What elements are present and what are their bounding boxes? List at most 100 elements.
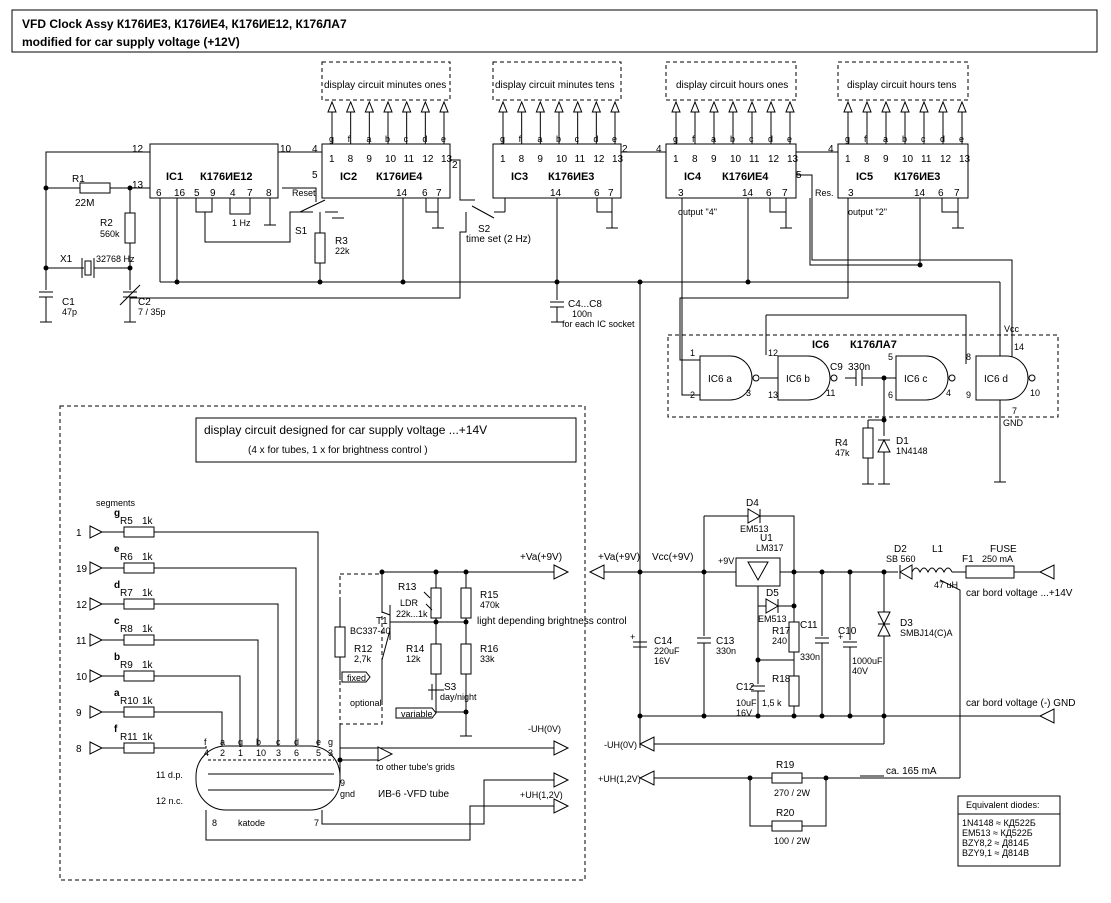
ic5-segment-letter: f xyxy=(864,134,867,144)
ic2-pin-2: 2 xyxy=(452,160,458,171)
tube-dp: 11 d.p. xyxy=(156,770,183,780)
segment-letter: f xyxy=(114,724,118,735)
segment-arrow-icon xyxy=(401,100,412,113)
segment-resistor xyxy=(123,562,155,574)
tube-grid-letter: e xyxy=(316,737,321,747)
ic2-pin-4: 4 xyxy=(312,144,318,155)
ic4-segment-letter: c xyxy=(749,134,754,144)
u1-ref: U1 xyxy=(760,533,773,544)
car-plus-label: car bord voltage ...+14V xyxy=(966,588,1073,599)
gate-label: IC6 d xyxy=(984,374,1008,385)
equivalent-row: 1N4148 ≈ КД522Б xyxy=(962,818,1036,828)
ic-bottom-pin-label: 7 xyxy=(247,188,253,199)
gate-label: IC6 a xyxy=(708,374,732,385)
segment-input-pin: 8 xyxy=(76,744,82,755)
va-right: +Va(+9V) xyxy=(598,552,640,563)
ic2-segment-letter: d xyxy=(422,134,427,144)
tube-name: ИВ-6 -VFD tube xyxy=(378,789,450,800)
ic4-segment-letter: e xyxy=(787,134,792,144)
ic2-segment-letter: a xyxy=(366,134,371,144)
c9-value: 330n xyxy=(848,362,870,373)
segment-letter: a xyxy=(114,688,120,699)
gate-pin-label: 14 xyxy=(1014,342,1024,352)
ic1-pin-13: 13 xyxy=(132,180,144,191)
ic3-part: К176ИЕ3 xyxy=(548,171,594,183)
c4-note: for each IC socket xyxy=(562,319,635,329)
display-circuit-hours-tens: display circuit hours tens xyxy=(837,61,969,101)
segment-resistor-ref: R10 xyxy=(120,696,139,707)
c10-ref: C10 xyxy=(838,626,857,637)
segment-letter: b xyxy=(114,652,120,663)
segment-wire xyxy=(154,746,207,749)
tube-grid-letter: a xyxy=(220,737,225,747)
f1-label: FUSE xyxy=(990,544,1017,555)
c12-ref: C12 xyxy=(736,682,755,693)
segment-wire xyxy=(154,711,223,746)
ic4-name: IC4 xyxy=(684,171,702,183)
gate-pin-label: 9 xyxy=(966,390,971,400)
c11-ref: C11 xyxy=(800,620,818,631)
gate-pin-label: 10 xyxy=(1030,388,1040,398)
ic2-pin-5: 5 xyxy=(312,170,318,181)
svg-text:+: + xyxy=(630,632,635,642)
ic2-top-pin-label: 9 xyxy=(366,154,372,165)
junction-dot xyxy=(917,262,923,268)
gate-pin-label: 13 xyxy=(768,390,778,400)
segment-resistor-value: 1k xyxy=(142,588,154,599)
ic3-segment-letter: e xyxy=(612,134,617,144)
nand-bubble xyxy=(1028,374,1036,382)
tube-grid-letter: b xyxy=(256,737,261,747)
ic5-segment-letter: g xyxy=(845,134,850,144)
ic-bottom-pin-label: 6 xyxy=(156,188,162,199)
segment-input-arrow-icon xyxy=(89,633,104,647)
junction-dot xyxy=(174,279,180,285)
ic2-name: IC2 xyxy=(340,171,357,183)
ic4-part: К176ИЕ4 xyxy=(722,171,769,183)
segment-arrow-icon xyxy=(957,100,967,113)
segment-arrow-icon xyxy=(671,100,681,113)
ic1-part: К176ИЕ12 xyxy=(200,171,253,183)
ic5-segment-letter: e xyxy=(959,134,964,144)
segment-arrow-icon xyxy=(516,100,527,113)
segment-wire xyxy=(154,639,259,746)
ic1-freq: 1 Hz xyxy=(232,218,251,228)
segment-input-pin: 9 xyxy=(76,708,82,719)
c12-voltage: 16V xyxy=(736,708,752,718)
c2-value: 7 / 35p xyxy=(138,307,166,317)
ic1-pin-12: 12 xyxy=(132,144,144,155)
segment-arrow-icon xyxy=(420,100,431,113)
ic4-top-pin-label: 10 xyxy=(730,154,742,165)
gate-pin-label: 4 xyxy=(946,388,951,398)
ic3-top-pin-label: 11 xyxy=(575,154,586,165)
r15-ref: R15 xyxy=(480,590,499,601)
junction-dot xyxy=(637,279,643,285)
x1-value: 32768 Hz xyxy=(96,254,135,264)
r13-ref: R13 xyxy=(398,582,417,593)
ic5-reset: Res. xyxy=(815,188,834,198)
ic4-top-pin-label: 11 xyxy=(749,154,760,165)
top-wiring xyxy=(39,151,1013,748)
segment-arrow-icon xyxy=(728,100,738,113)
ic3-pin-2: 2 xyxy=(622,144,628,155)
d3-value: SMBJ14(C)A xyxy=(900,628,953,638)
ic-bottom-pin-label: 7 xyxy=(954,188,960,199)
segment-resistor-ref: R8 xyxy=(120,624,133,635)
segment-arrow-icon xyxy=(690,100,700,113)
segment-input-arrow-icon xyxy=(89,561,104,575)
title-line-1: VFD Clock Assy К176ИЕ3, К176ИЕ4, К176ИЕ1… xyxy=(22,17,347,31)
ic-bottom-pin-label: 7 xyxy=(608,188,614,199)
ic-bottom-pin-label: 16 xyxy=(174,188,186,199)
display-section-subtitle: (4 x for tubes, 1 x for brightness contr… xyxy=(248,445,428,456)
ic2-segment-letter: e xyxy=(441,134,446,144)
r14-ref: R14 xyxy=(406,644,425,655)
s1-ref: S1 xyxy=(295,226,308,237)
ic6-vcc: Vcc xyxy=(1004,324,1020,334)
ic-bottom-pin-label: 7 xyxy=(782,188,788,199)
segment-letter: g xyxy=(114,508,120,519)
